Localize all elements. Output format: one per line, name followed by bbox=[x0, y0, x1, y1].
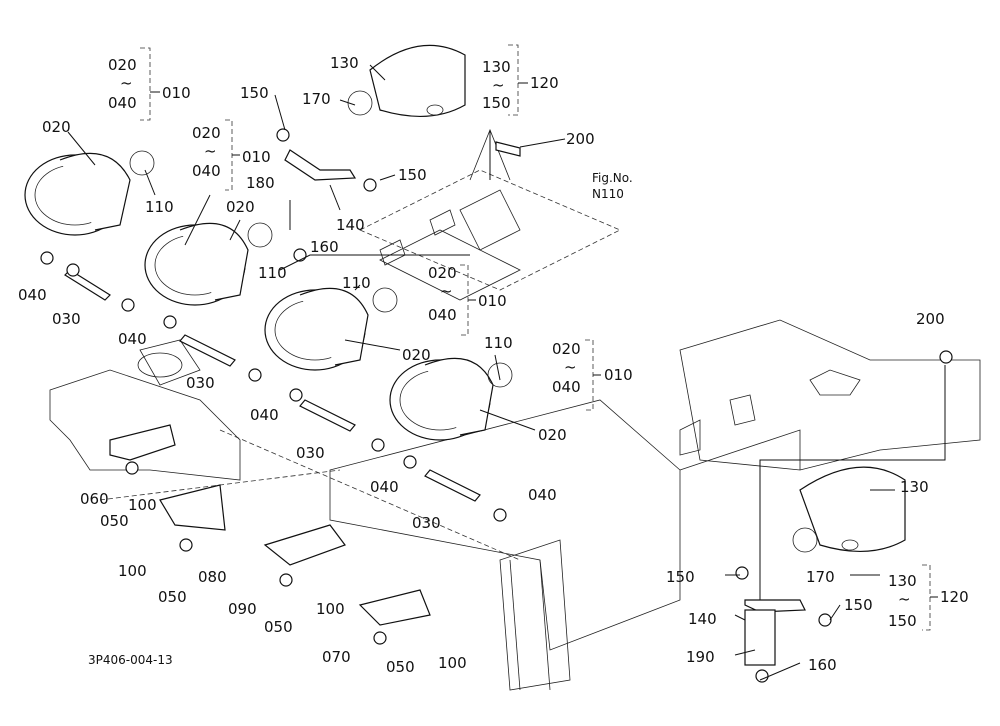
label-130: 130 bbox=[900, 478, 929, 496]
headlamp-3 bbox=[264, 287, 369, 371]
label-tilde: ~ bbox=[120, 74, 133, 92]
label-170: 170 bbox=[302, 90, 331, 108]
label-100: 100 bbox=[118, 562, 147, 580]
label-050: 050 bbox=[100, 512, 129, 530]
label-020: 020 bbox=[192, 124, 221, 142]
frame-right bbox=[679, 319, 981, 471]
label-110: 110 bbox=[258, 264, 287, 282]
label-020: 020 bbox=[538, 426, 567, 444]
label-tilde: ~ bbox=[440, 282, 453, 300]
label-190: 190 bbox=[686, 648, 715, 666]
leader-lines bbox=[67, 44, 946, 681]
label-130: 130 bbox=[330, 54, 359, 72]
label-tilde: ~ bbox=[564, 358, 577, 376]
label-020: 020 bbox=[402, 346, 431, 364]
label-020: 020 bbox=[428, 264, 457, 282]
label-100: 100 bbox=[316, 600, 345, 618]
label-110: 110 bbox=[145, 198, 174, 216]
label-040: 040 bbox=[428, 306, 457, 324]
label-040: 040 bbox=[108, 94, 137, 112]
work-lamp-top bbox=[369, 44, 466, 117]
label-110: 110 bbox=[342, 274, 371, 292]
label-040: 040 bbox=[552, 378, 581, 396]
label-140: 140 bbox=[336, 216, 365, 234]
label-120: 120 bbox=[530, 74, 559, 92]
label-040: 040 bbox=[250, 406, 279, 424]
label-080: 080 bbox=[198, 568, 227, 586]
label-040: 040 bbox=[18, 286, 47, 304]
label-150: 150 bbox=[888, 612, 917, 630]
label-tilde: ~ bbox=[492, 76, 505, 94]
label-070: 070 bbox=[322, 648, 351, 666]
label-050: 050 bbox=[264, 618, 293, 636]
label-tilde: ~ bbox=[898, 590, 911, 608]
label-130: 130 bbox=[888, 572, 917, 590]
label-020: 020 bbox=[552, 340, 581, 358]
label-050: 050 bbox=[158, 588, 187, 606]
label-030: 030 bbox=[296, 444, 325, 462]
label-110: 110 bbox=[484, 334, 513, 352]
label-020: 020 bbox=[108, 56, 137, 74]
label-170: 170 bbox=[806, 568, 835, 586]
label-030: 030 bbox=[52, 310, 81, 328]
label-040: 040 bbox=[192, 162, 221, 180]
label-010: 010 bbox=[478, 292, 507, 310]
label-020: 020 bbox=[226, 198, 255, 216]
label-100: 100 bbox=[438, 654, 467, 672]
label-150: 150 bbox=[398, 166, 427, 184]
label-030: 030 bbox=[412, 514, 441, 532]
label-040: 040 bbox=[370, 478, 399, 496]
headlamp-2 bbox=[144, 222, 249, 306]
headlamp-4 bbox=[389, 357, 494, 441]
label-020: 020 bbox=[42, 118, 71, 136]
label-180: 180 bbox=[246, 174, 275, 192]
label-150: 150 bbox=[240, 84, 269, 102]
label-010: 010 bbox=[162, 84, 191, 102]
label-120: 120 bbox=[940, 588, 969, 606]
label-060: 060 bbox=[80, 490, 109, 508]
drawing-code: 3P406-004-13 bbox=[88, 653, 173, 667]
label-150: 150 bbox=[844, 596, 873, 614]
label-200: 200 bbox=[916, 310, 945, 328]
part-labels: 020 ~ 040 010 020 110 020 ~ 040 010 020 … bbox=[18, 54, 969, 676]
label-160: 160 bbox=[310, 238, 339, 256]
frame-center bbox=[99, 128, 681, 691]
label-130: 130 bbox=[482, 58, 511, 76]
brackets-lower bbox=[109, 424, 431, 626]
fasteners bbox=[40, 128, 953, 683]
label-040: 040 bbox=[118, 330, 147, 348]
work-lamp-right bbox=[799, 466, 906, 552]
label-090: 090 bbox=[228, 600, 257, 618]
label-tilde: ~ bbox=[204, 142, 217, 160]
headlamp-1 bbox=[24, 152, 131, 236]
label-160: 160 bbox=[808, 656, 837, 674]
label-030: 030 bbox=[186, 374, 215, 392]
label-010: 010 bbox=[242, 148, 271, 166]
figure-ref-line2: N110 bbox=[592, 187, 624, 201]
label-140: 140 bbox=[688, 610, 717, 628]
label-100: 100 bbox=[128, 496, 157, 514]
label-010: 010 bbox=[604, 366, 633, 384]
label-150: 150 bbox=[482, 94, 511, 112]
lamp-stays bbox=[64, 149, 806, 666]
label-150: 150 bbox=[666, 568, 695, 586]
label-200: 200 bbox=[566, 130, 595, 148]
clip-wire-110 bbox=[129, 90, 818, 553]
label-040: 040 bbox=[528, 486, 557, 504]
frame-left-bracket bbox=[49, 339, 241, 481]
figure-ref-line1: Fig.No. bbox=[592, 171, 633, 185]
label-050: 050 bbox=[386, 658, 415, 676]
